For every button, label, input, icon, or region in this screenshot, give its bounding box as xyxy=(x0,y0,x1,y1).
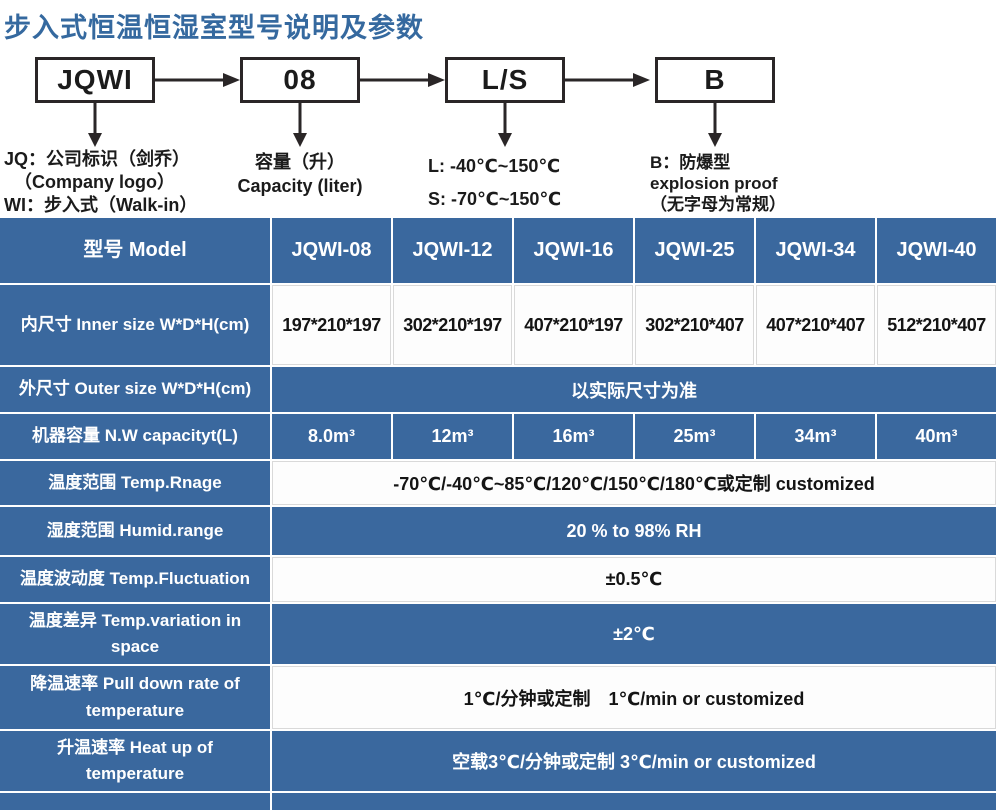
note-line: WI：步入式（Walk-in） xyxy=(4,195,198,215)
row-label: 温度范围 Temp.Rnage xyxy=(0,461,270,505)
value-cell: 407*210*407 xyxy=(756,285,875,365)
value-cell: 40m³ xyxy=(877,414,996,459)
code-box-jqwi: JQWI xyxy=(35,57,155,103)
arrow-down-icon xyxy=(88,103,102,147)
note-line: explosion proof xyxy=(650,174,778,193)
note-line: JQ：公司标识（剑乔） xyxy=(4,149,191,169)
column-header: JQWI-40 xyxy=(877,218,996,283)
row-label: 内尺寸 Inner size W*D*H(cm) xyxy=(0,285,270,365)
code-box-explosion: B xyxy=(655,57,775,103)
table-row-header: 型号 Model JQWI-08 JQWI-12 JQWI-16 JQWI-25… xyxy=(0,218,996,283)
table-row-partial: 机器重量 N.W weight(kg) 以实际配置为准 xyxy=(0,793,996,810)
table-row-inner-size: 内尺寸 Inner size W*D*H(cm) 197*210*197 302… xyxy=(0,285,996,365)
row-label: 升温速率 Heat up of temperature xyxy=(0,731,270,791)
row-label: 机器重量 N.W weight(kg) xyxy=(0,793,270,810)
row-label: 温度波动度 Temp.Fluctuation xyxy=(0,557,270,602)
value-cell: 16m³ xyxy=(514,414,633,459)
note-explosion-proof: B：防爆型 explosion proof （无字母为常规） xyxy=(650,152,786,215)
value-cell: 34m³ xyxy=(756,414,875,459)
column-header: JQWI-25 xyxy=(635,218,754,283)
row-label: 降温速率 Pull down rate of temperature xyxy=(0,666,270,729)
table-row-fluctuation: 温度波动度 Temp.Fluctuation ±0.5℃ xyxy=(0,557,996,602)
note-line: S: -70℃~150℃ xyxy=(428,189,562,209)
note-company-logo: JQ：公司标识（剑乔） （Company logo） WI：步入式（Walk-i… xyxy=(4,148,197,217)
table-row-variation: 温度差异 Temp.variation in space ±2℃ xyxy=(0,604,996,664)
column-header-model: 型号 Model xyxy=(0,218,270,283)
column-header: JQWI-12 xyxy=(393,218,512,283)
note-line: （无字母为常规） xyxy=(650,195,786,214)
note-line: L: -40℃~150℃ xyxy=(428,156,561,176)
column-header: JQWI-16 xyxy=(514,218,633,283)
note-capacity: 容量（升） Capacity (liter) xyxy=(200,150,400,198)
span-value-cell: 1℃/分钟或定制 1℃/min or customized xyxy=(272,666,996,729)
span-value-cell: 以实际尺寸为准 xyxy=(272,367,996,412)
code-box-temp-class: L/S xyxy=(445,57,565,103)
note-line: （Company logo） xyxy=(14,172,175,192)
value-cell: 25m³ xyxy=(635,414,754,459)
note-line: 容量（升） xyxy=(255,152,345,172)
value-cell: 12m³ xyxy=(393,414,512,459)
value-cell: 302*210*197 xyxy=(393,285,512,365)
table-row-pull-down: 降温速率 Pull down rate of temperature 1℃/分钟… xyxy=(0,666,996,729)
row-label: 机器容量 N.W capacityt(L) xyxy=(0,414,270,459)
note-line: B：防爆型 xyxy=(650,153,731,172)
span-value-cell: 20 % to 98% RH xyxy=(272,507,996,555)
value-cell: 512*210*407 xyxy=(877,285,996,365)
table-row-outer-size: 外尺寸 Outer size W*D*H(cm) 以实际尺寸为准 xyxy=(0,367,996,412)
row-label: 湿度范围 Humid.range xyxy=(0,507,270,555)
note-temp-class: L: -40℃~150℃ S: -70℃~150℃ xyxy=(428,150,561,216)
table-row-heat-up: 升温速率 Heat up of temperature 空载3℃/分钟或定制 3… xyxy=(0,731,996,791)
column-header: JQWI-34 xyxy=(756,218,875,283)
arrow-down-icon xyxy=(293,103,307,147)
value-cell: 8.0m³ xyxy=(272,414,391,459)
arrow-right-icon xyxy=(155,73,240,87)
table-row-humid-range: 湿度范围 Humid.range 20 % to 98% RH xyxy=(0,507,996,555)
arrow-down-icon xyxy=(498,103,512,147)
span-value-cell: -70℃/-40℃~85℃/120℃/150℃/180℃或定制 customiz… xyxy=(272,461,996,505)
column-header: JQWI-08 xyxy=(272,218,391,283)
page-title: 步入式恒温恒湿室型号说明及参数 xyxy=(4,13,424,43)
value-cell: 302*210*407 xyxy=(635,285,754,365)
value-cell: 197*210*197 xyxy=(272,285,391,365)
row-label: 温度差异 Temp.variation in space xyxy=(0,604,270,664)
arrow-right-icon xyxy=(565,73,650,87)
span-value-cell: 空载3℃/分钟或定制 3℃/min or customized xyxy=(272,731,996,791)
arrow-down-icon xyxy=(708,103,722,147)
span-value-cell: 以实际配置为准 xyxy=(272,793,996,810)
table-row-temp-range: 温度范围 Temp.Rnage -70℃/-40℃~85℃/120℃/150℃/… xyxy=(0,461,996,505)
spec-table: 型号 Model JQWI-08 JQWI-12 JQWI-16 JQWI-25… xyxy=(0,218,996,810)
span-value-cell: ±0.5℃ xyxy=(272,557,996,602)
table-row-capacity: 机器容量 N.W capacityt(L) 8.0m³ 12m³ 16m³ 25… xyxy=(0,414,996,459)
value-cell: 407*210*197 xyxy=(514,285,633,365)
span-value-cell: ±2℃ xyxy=(272,604,996,664)
code-box-capacity: 08 xyxy=(240,57,360,103)
note-line: Capacity (liter) xyxy=(237,176,363,196)
arrow-right-icon xyxy=(360,73,445,87)
row-label: 外尺寸 Outer size W*D*H(cm) xyxy=(0,367,270,412)
